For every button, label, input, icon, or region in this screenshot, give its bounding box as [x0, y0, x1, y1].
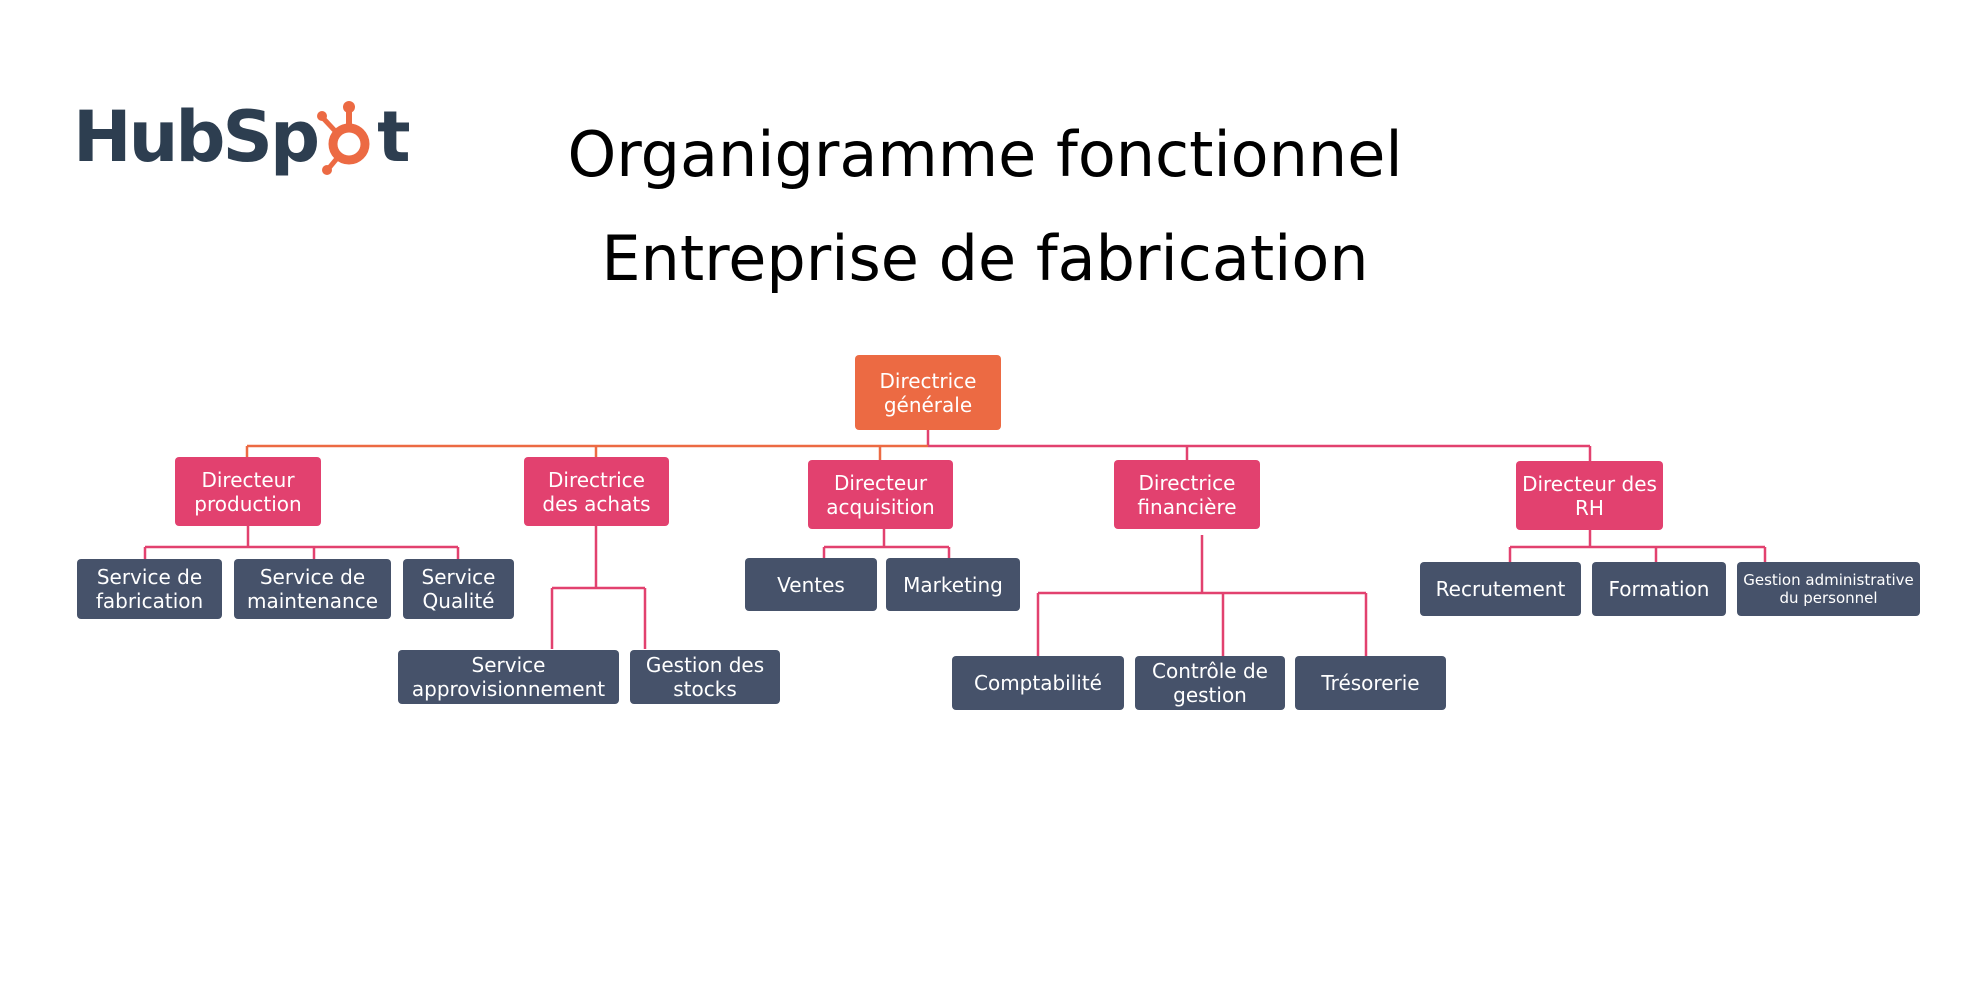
- service-box[interactable]: Service Qualité: [403, 559, 514, 619]
- service-box[interactable]: Ventes: [745, 558, 877, 611]
- director-rh[interactable]: Directeur des RH: [1516, 461, 1663, 530]
- connector-acquisition: [822, 529, 951, 558]
- logo-text-end: t: [377, 96, 411, 178]
- service-box[interactable]: Gestion administrative du personnel: [1737, 562, 1920, 616]
- hubspot-logo: HubSp t: [73, 88, 411, 178]
- director-acquisition[interactable]: Directeur acquisition: [808, 460, 953, 529]
- connector-production: [143, 526, 460, 559]
- ceo-box[interactable]: Directrice générale: [855, 355, 1001, 430]
- director-production[interactable]: Directeur production: [175, 457, 321, 526]
- hubspot-sprocket-icon: [317, 101, 370, 175]
- connector-rh: [1508, 530, 1767, 562]
- service-box[interactable]: Trésorerie: [1295, 656, 1446, 710]
- service-box[interactable]: Contrôle de gestion: [1135, 656, 1285, 710]
- logo-text-start: HubSp: [73, 96, 320, 178]
- service-box[interactable]: Formation: [1592, 562, 1726, 616]
- service-box[interactable]: Service approvisionnement: [398, 650, 619, 704]
- director-achats[interactable]: Directrice des achats: [524, 457, 669, 526]
- connector-achats: [550, 526, 647, 649]
- service-box[interactable]: Service de maintenance: [234, 559, 391, 619]
- title-line-1: Organigramme fonctionnel: [567, 118, 1403, 191]
- service-box[interactable]: Recrutement: [1420, 562, 1581, 616]
- director-financiere[interactable]: Directrice financière: [1114, 460, 1260, 529]
- service-box[interactable]: Service de fabrication: [77, 559, 222, 619]
- connector-top-right: [928, 444, 1592, 461]
- connector-financiere: [1036, 535, 1368, 656]
- service-box[interactable]: Comptabilité: [952, 656, 1124, 710]
- connector-top-left: [245, 444, 928, 460]
- title-line-2: Entreprise de fabrication: [601, 222, 1369, 295]
- service-box[interactable]: Gestion des stocks: [630, 650, 780, 704]
- service-box[interactable]: Marketing: [886, 558, 1020, 611]
